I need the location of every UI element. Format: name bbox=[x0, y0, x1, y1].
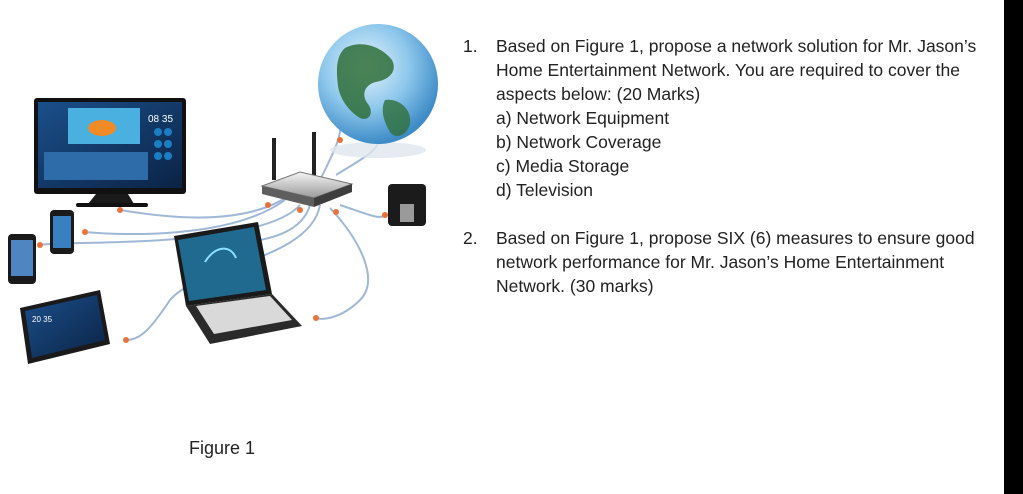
figure-caption: Figure 1 bbox=[189, 438, 256, 458]
router bbox=[260, 132, 354, 207]
question-number: 1. bbox=[463, 36, 478, 56]
network-figure: 08 35 20 35 Figure 1 bbox=[0, 0, 450, 458]
question-text: Based on Figure 1, propose SIX (6) measu… bbox=[496, 228, 975, 296]
smartphone-small bbox=[8, 234, 36, 284]
question-2: 2. Based on Figure 1, propose SIX (6) me… bbox=[463, 226, 1003, 298]
media-storage bbox=[388, 184, 426, 226]
television: 08 35 bbox=[34, 98, 186, 207]
sub-item: b) Network Coverage bbox=[496, 132, 662, 152]
question-list: 1. Based on Figure 1, propose a network … bbox=[463, 34, 1003, 298]
sub-item: a) Network Equipment bbox=[496, 108, 670, 128]
sub-item: c) Media Storage bbox=[496, 156, 630, 176]
question-1: 1. Based on Figure 1, propose a network … bbox=[463, 34, 1003, 202]
tablet-clock: 20 35 bbox=[32, 315, 53, 324]
laptop bbox=[174, 222, 302, 344]
globe bbox=[318, 24, 438, 158]
cable-connectors bbox=[37, 137, 388, 343]
question-text: Based on Figure 1, propose a network sol… bbox=[496, 36, 977, 104]
sub-item: d) Television bbox=[496, 180, 593, 200]
right-edge-bar bbox=[1004, 0, 1023, 494]
question-number: 2. bbox=[463, 228, 478, 248]
network-illustration: 08 35 20 35 bbox=[8, 24, 438, 364]
smartphone-large bbox=[50, 210, 74, 254]
tablet: 20 35 bbox=[20, 290, 110, 364]
question-1-items: a) Network Equipment b) Network Coverage… bbox=[496, 106, 1003, 202]
tv-clock: 08 35 bbox=[148, 114, 173, 125]
